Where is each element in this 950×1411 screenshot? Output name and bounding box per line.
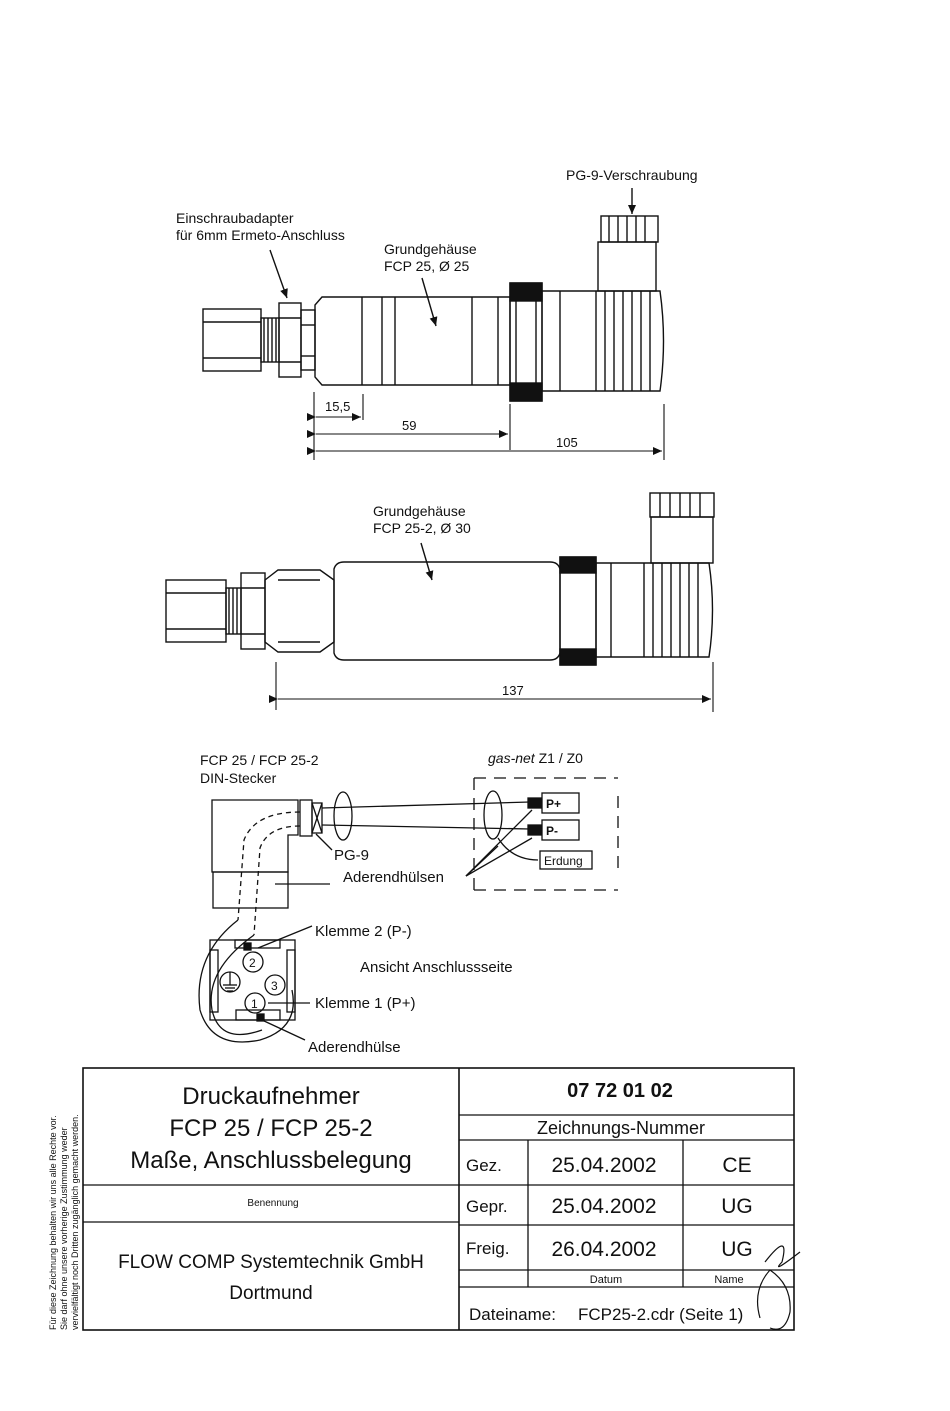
plug-label-line2: DIN-Stecker (200, 770, 277, 786)
dim-105: 105 (556, 435, 578, 450)
row-gepr-date: 25.04.2002 (551, 1195, 656, 1218)
title-line2: FCP 25 / FCP 25-2 (169, 1115, 372, 1142)
housing-arrow-2 (420, 542, 434, 581)
pin-3 (264, 974, 286, 996)
view-side-label: Ansicht Anschlussseite (360, 959, 513, 976)
clamp2-label: Klemme 2 (P-) (315, 923, 412, 940)
ferrule-pin2 (243, 942, 252, 951)
cable-ellipse-left (333, 791, 353, 841)
housing-label-line2: FCP 25, Ø 25 (384, 258, 470, 274)
title-block (82, 1067, 801, 1331)
pin-3-label: 3 (271, 979, 278, 993)
wire-p-plus (321, 801, 531, 809)
main-housing-2 (333, 561, 561, 661)
pin-2-label: 2 (249, 956, 256, 970)
row-freig-label: Freig. (466, 1239, 509, 1258)
handwritten-initials (757, 1245, 801, 1330)
row-freig-name: UG (721, 1238, 753, 1261)
housing2-label-line2: FCP 25-2, Ø 30 (373, 520, 471, 536)
main-housing (314, 296, 511, 386)
col-name-label: Name (714, 1274, 743, 1286)
fcp25-2-drawing (165, 492, 715, 712)
housing2-label-line1: Grundgehäuse (373, 503, 466, 519)
dimension-lines-2 (269, 662, 714, 712)
pg9-label: PG-9 (334, 847, 369, 864)
clamp1-label: Klemme 1 (P+) (315, 995, 415, 1012)
screw-adapter-2 (240, 569, 335, 653)
thread (260, 317, 280, 363)
plug-ring (212, 871, 289, 909)
dim-59: 59 (402, 418, 416, 433)
row-gez-date: 25.04.2002 (551, 1154, 656, 1177)
drawing-number-label: Zeichnungs-Nummer (537, 1118, 705, 1138)
adapter-label-line1: Einschraubadapter (176, 210, 294, 226)
rights-notice-line2: Sie darf ohne unsere vorherige Zustimmun… (59, 1127, 69, 1330)
wiring-diagram (198, 777, 619, 1043)
ermeto-nut (202, 308, 262, 372)
connector-body (541, 215, 665, 392)
pin-1-label: 1 (251, 997, 258, 1011)
din-plug-outline (211, 799, 299, 873)
dim-15-5: 15,5 (325, 399, 350, 414)
ferrule-p-plus (527, 797, 542, 809)
filename-label: Dateiname: (469, 1305, 556, 1324)
adapter-label-line2: für 6mm Ermeto-Anschluss (176, 227, 345, 243)
thread-2 (225, 587, 242, 635)
drawing-number: 07 72 01 02 (567, 1080, 673, 1102)
row-gepr-label: Gepr. (466, 1197, 508, 1216)
dim-137: 137 (502, 683, 524, 698)
row-freig-date: 26.04.2002 (551, 1238, 656, 1261)
ferrule-label: Aderendhülse (308, 1039, 401, 1056)
ferrule-pin1 (256, 1013, 265, 1022)
ground-wire (497, 837, 539, 861)
knurled-ring (509, 282, 543, 402)
gasnet-box (473, 777, 619, 891)
ferrule-p-minus (527, 824, 542, 836)
company-line2: Dortmund (229, 1283, 312, 1304)
pg9-screw-label: PG-9-Verschraubung (566, 167, 698, 183)
terminal-p-minus-label: P- (546, 824, 558, 838)
filename-value: FCP25-2.cdr (Seite 1) (578, 1305, 743, 1324)
adapter-arrow (269, 249, 288, 299)
ermeto-nut-2 (165, 579, 227, 643)
pg9-gland (299, 799, 313, 837)
housing-label-line1: Grundgehäuse (384, 241, 477, 257)
rights-notice-line1: Für diese Zeichnung behalten wir uns all… (48, 1115, 58, 1330)
terminal-p-plus-box (541, 792, 580, 814)
terminal-ground-label: Erdung (544, 854, 583, 868)
terminal-p-minus-box (541, 819, 580, 841)
benennung-label: Benennung (247, 1198, 298, 1209)
gasnet-label: gas-net Z1 / Z0 (488, 750, 583, 766)
pin-1 (244, 992, 266, 1014)
terminal-ground-box (539, 850, 593, 870)
cable-ellipse-right (483, 790, 503, 840)
plug-dashed-wires (237, 811, 301, 921)
wire-p-minus (321, 824, 531, 830)
company-line1: FLOW COMP Systemtechnik GmbH (118, 1252, 424, 1273)
row-gez-name: CE (722, 1154, 751, 1177)
knurled-ring-2 (559, 556, 597, 666)
housing-arrow (421, 277, 438, 327)
row-gez-label: Gez. (466, 1156, 502, 1175)
col-date-label: Datum (590, 1274, 622, 1286)
screw-adapter (278, 302, 316, 378)
title-line1: Druckaufnehmer (182, 1083, 359, 1110)
connector-body-2 (595, 492, 715, 658)
rights-notice-line3: vervielfältigt noch Dritten zugänglich g… (70, 1114, 80, 1330)
ferrules-label: Aderendhülsen (343, 869, 444, 886)
connector-end-view (198, 919, 296, 1043)
pin-2 (242, 951, 264, 973)
terminal-p-plus-label: P+ (546, 797, 561, 811)
plug-label-line1: FCP 25 / FCP 25-2 (200, 752, 319, 768)
row-gepr-name: UG (721, 1195, 753, 1218)
dimension-lines (307, 392, 665, 460)
fcp25-drawing (202, 188, 665, 460)
title-line3: Maße, Anschlussbelegung (130, 1147, 412, 1174)
